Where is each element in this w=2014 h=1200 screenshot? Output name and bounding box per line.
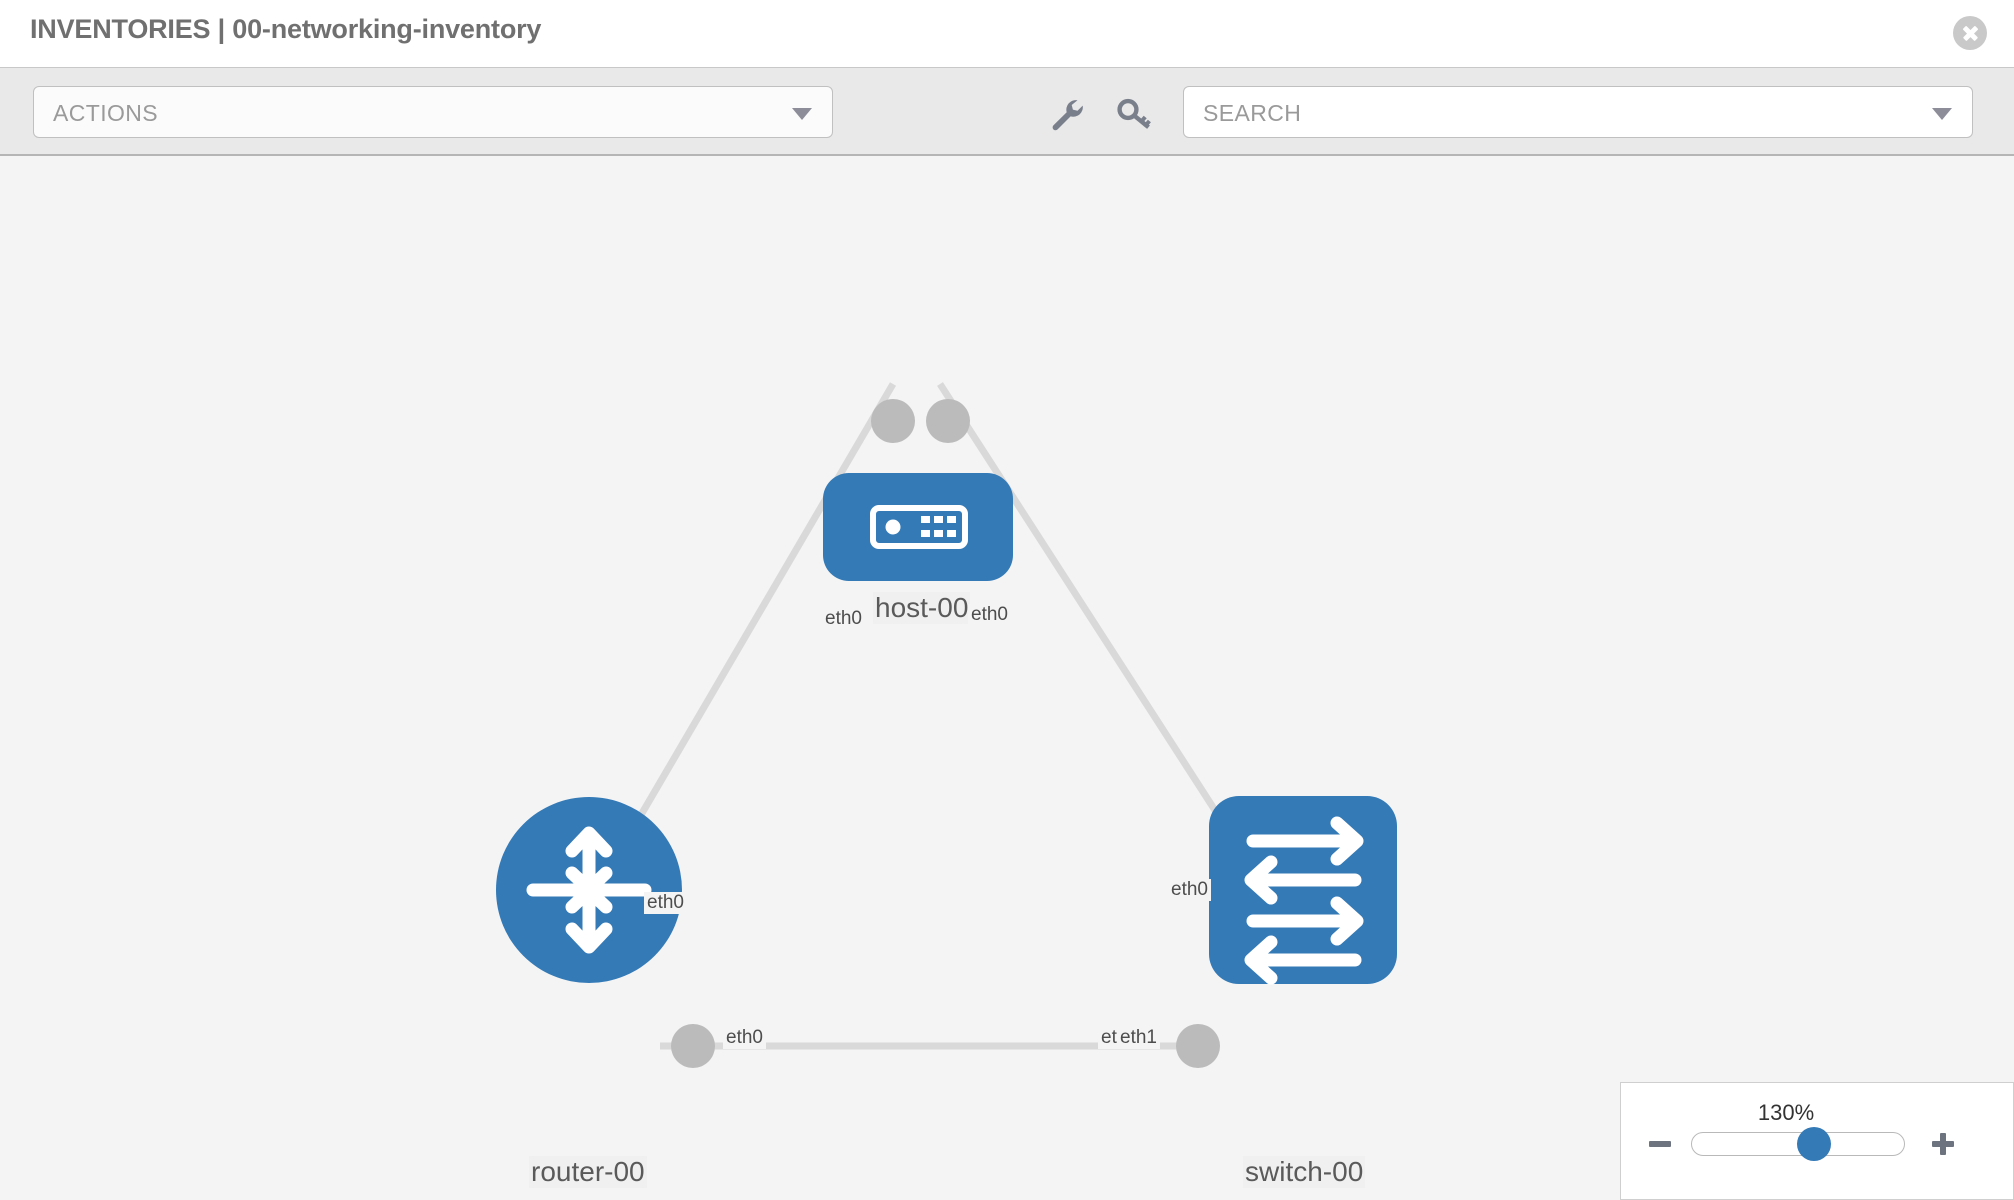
iface-label-host-right: eth0 (968, 604, 1011, 626)
plus-icon[interactable] (1928, 1129, 1958, 1159)
iface-label-switch-west-eth1: eth1 (1117, 1027, 1160, 1049)
port-stub-host-right (926, 399, 970, 443)
node-host-00 (823, 473, 1013, 581)
page-header: INVENTORIES | 00-networking-inventory (0, 0, 2014, 68)
minus-icon-bar (1649, 1141, 1671, 1147)
topology-graph (496, 382, 1397, 1068)
iface-label-host-left: eth0 (822, 608, 865, 630)
chevron-down-icon (792, 108, 812, 120)
port-stub-router-east (671, 1024, 715, 1068)
node-label-host-00[interactable]: host-00 (873, 592, 971, 624)
iface-label-switch-north: eth0 (1168, 879, 1211, 901)
plus-icon-bar-v (1940, 1133, 1946, 1155)
search-placeholder: SEARCH (1203, 100, 1302, 126)
close-icon[interactable] (1953, 16, 1987, 50)
iface-label-router-north: eth0 (644, 892, 687, 914)
node-switch-00 (1209, 796, 1397, 985)
topology-canvas[interactable]: host-00 router-00 switch-00 eth0 eth0 et… (0, 156, 2014, 1200)
chevron-down-icon (1932, 108, 1952, 120)
wrench-icon[interactable] (1046, 96, 1086, 132)
iface-label-router-east: eth0 (723, 1027, 766, 1049)
node-label-switch-00[interactable]: switch-00 (1243, 1156, 1366, 1188)
actions-dropdown-label: ACTIONS (53, 100, 159, 126)
actions-dropdown[interactable]: ACTIONS (33, 86, 833, 138)
link-host-router (606, 382, 897, 870)
port-stub-switch-west (1176, 1024, 1220, 1068)
search-input[interactable]: SEARCH (1183, 86, 1973, 138)
zoom-control-panel: 130% (1620, 1082, 2014, 1200)
zoom-percent-label: 130% (1757, 1100, 1815, 1125)
node-label-router-00[interactable]: router-00 (529, 1156, 647, 1188)
link-host-switch (937, 382, 1241, 848)
key-icon[interactable] (1115, 96, 1155, 132)
page-title: INVENTORIES | 00-networking-inventory (30, 14, 542, 44)
minus-icon[interactable] (1645, 1129, 1675, 1159)
port-stub-host-left (871, 399, 915, 443)
zoom-slider-thumb[interactable] (1797, 1127, 1831, 1161)
node-router-00 (496, 797, 682, 983)
toolbar: ACTIONS SEARCH (0, 68, 2014, 156)
